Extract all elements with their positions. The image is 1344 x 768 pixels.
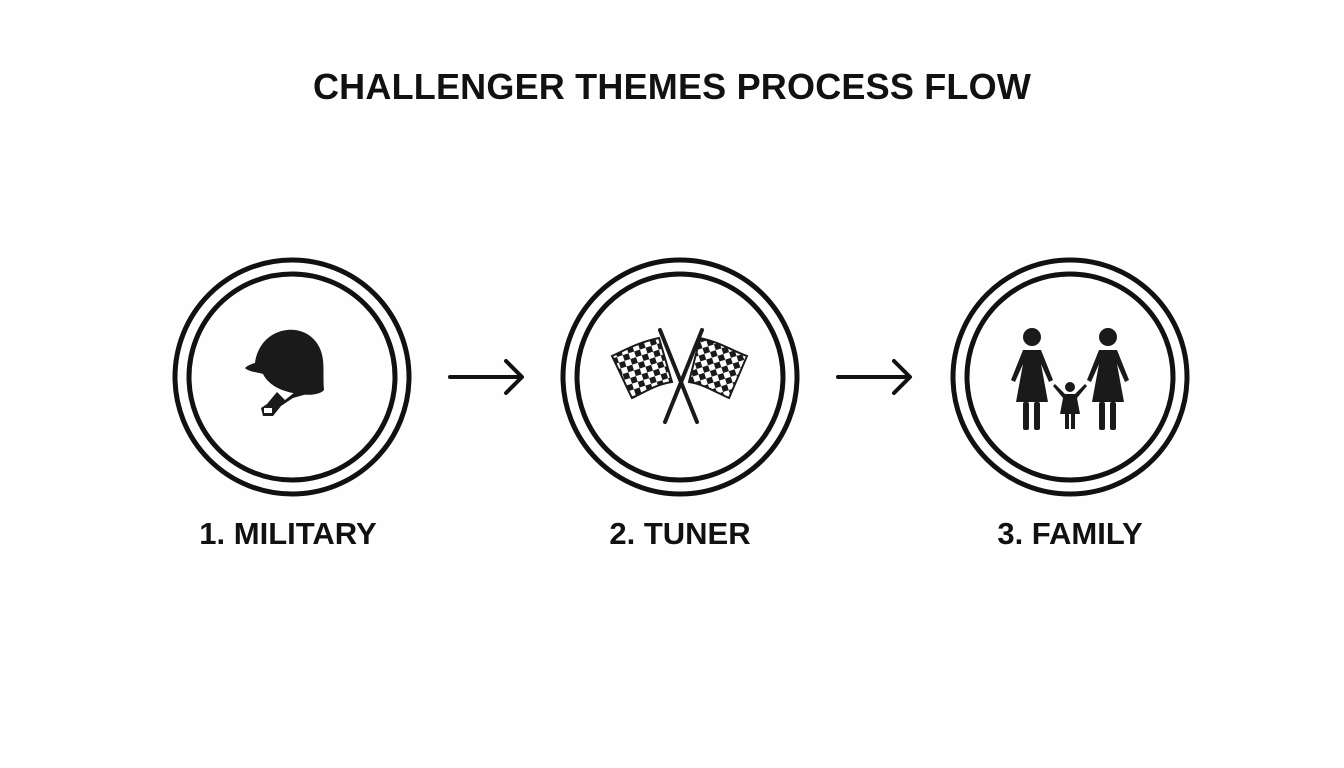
checkered-flags-icon [610,328,749,424]
arrow-right-icon [836,359,912,395]
arrow-right-icon [448,359,524,395]
step-tuner [559,256,801,498]
double-ring [172,257,412,497]
step-label-military: 1. MILITARY [199,516,377,551]
diagram-title: CHALLENGER THEMES PROCESS FLOW [312,66,1032,107]
step-label-tuner: 2. TUNER [609,516,751,551]
family-icon [1011,328,1129,430]
step-label-family: 3. FAMILY [997,516,1143,551]
military-helmet-icon [245,329,324,416]
step-military [171,256,413,498]
double-ring [560,257,800,497]
double-ring [950,257,1190,497]
step-family [949,256,1191,498]
